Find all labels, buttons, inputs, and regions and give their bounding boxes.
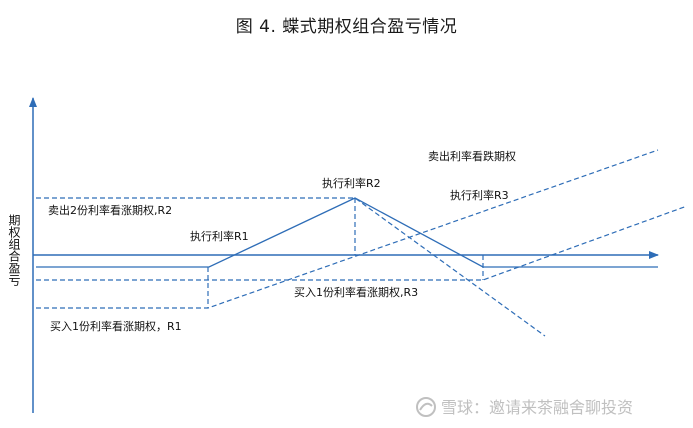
label-strike-r1: 执行利率R1 (190, 229, 249, 243)
label-sell-put: 卖出利率看跌期权 (428, 149, 516, 163)
figure-title: 图 4. 蝶式期权组合盈亏情况 (235, 17, 458, 37)
watermark-logo-icon (416, 397, 436, 417)
label-buy-1-call-r3: 买入1份利率看涨期权,R3 (294, 285, 418, 299)
label-strike-r2: 执行利率R2 (322, 176, 381, 190)
watermark-text: 雪球：邀请来茶融舍聊投资 (441, 398, 633, 417)
label-buy-1-call-r1: 买入1份利率看涨期权，R1 (50, 319, 182, 333)
short-2-calls-r2-payoff (36, 197, 546, 337)
watermark: 雪球：邀请来茶融舍聊投资 (416, 397, 633, 417)
watermark-logo-mark (419, 402, 433, 411)
label-strike-r3: 执行利率R3 (450, 188, 509, 202)
y-axis-label: 期权组合盈亏 (7, 214, 21, 287)
label-sell-2-calls-r2: 卖出2份利率看涨期权,R2 (48, 203, 172, 217)
long-call-r3-payoff (36, 205, 688, 281)
long-call-r1-payoff (36, 149, 659, 309)
